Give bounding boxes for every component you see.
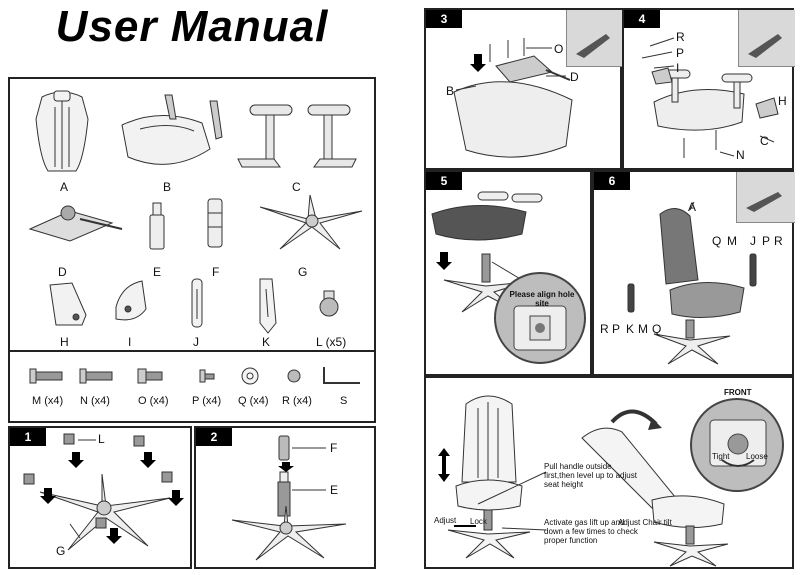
step-3-illustration (453, 34, 610, 158)
step-2-illustration (231, 435, 347, 561)
step-3-label-b: B (446, 84, 455, 98)
step-3-hex-key-box (566, 10, 623, 67)
pull-handle-note: Pull handle outside first,then level up … (544, 462, 637, 489)
part-label-f: F (212, 265, 220, 279)
tilt-tight-label: Tight (712, 452, 730, 461)
part-c-armrests (237, 104, 357, 168)
step-4-label-n: N (736, 148, 745, 162)
hw-label-m: M (x4) (32, 395, 64, 407)
step-6-label-k: K (626, 322, 635, 336)
tilt-loose-label: Loose (746, 452, 768, 461)
part-l-caster (319, 290, 339, 317)
step-2-label-e: E (330, 483, 339, 497)
part-a-backrest (35, 90, 89, 172)
adjustment-panel: Tight Loose FRONT Pull handle outside fi… (424, 376, 794, 569)
step-5-align-note: Please align hole site (509, 290, 575, 308)
part-label-b: B (163, 180, 172, 194)
adjustment-illustration (438, 395, 729, 567)
step-4-illustration (641, 34, 782, 158)
step-6-label-m2: M (638, 322, 648, 336)
step-4-label-c: C (760, 134, 769, 148)
hw-label-o: O (x4) (138, 395, 169, 407)
hw-label-s: S (340, 395, 348, 407)
step-6-label-q2: Q (652, 322, 662, 336)
step-6-hex-key-box (736, 172, 795, 223)
part-label-d: D (58, 265, 67, 279)
step-4-label-r: R (676, 30, 685, 44)
step-6-hex-key-icon (746, 192, 782, 212)
part-g-base (259, 194, 363, 250)
tilt-knob-illustration (709, 419, 767, 467)
part-label-h: H (60, 335, 69, 349)
lock-label: Lock (470, 517, 487, 526)
part-label-i: I (128, 335, 132, 349)
step-3-number: 3 (426, 10, 462, 28)
step-6-panel: 6 A Q M J P R R P K M Q (592, 170, 795, 376)
step-1-number: 1 (10, 428, 46, 446)
part-e-gaslift (149, 202, 165, 250)
step-1-illustration (23, 433, 184, 551)
step-4-label-i: I (676, 61, 680, 75)
tilt-knob-detail-circle: Tight Loose (690, 398, 784, 492)
part-label-k: K (262, 335, 271, 349)
step-1-label-l: L (98, 432, 105, 446)
step-2-panel: 2 F E (194, 426, 376, 569)
part-h-bracket (49, 282, 87, 326)
tilt-arrow-icon (610, 409, 658, 426)
step-1-panel: 1 L G (8, 426, 192, 569)
step-6-label-p2: P (612, 322, 621, 336)
hw-label-p: P (x4) (192, 395, 222, 407)
step-4-panel: 4 R P I H C N (622, 8, 795, 170)
part-label-a: A (60, 180, 69, 194)
part-k-cover (259, 278, 277, 334)
part-label-l: L (x5) (316, 335, 347, 349)
step-6-label-r2: R (600, 322, 609, 336)
step-6-illustration (627, 192, 782, 365)
part-i-bracket (115, 280, 147, 321)
hw-label-r: R (x4) (282, 395, 312, 407)
part-d-mechanism (28, 205, 123, 242)
step-5-panel: 5 Please align hole site (424, 170, 592, 376)
part-label-e: E (153, 265, 162, 279)
step-6-label-j: J (750, 234, 756, 248)
step-5-detail-illustration (513, 305, 567, 351)
step-1-label-g: G (56, 544, 66, 558)
step-6-label-m: M (727, 234, 737, 248)
step-3-label-o: O (554, 42, 564, 56)
step-2-label-f: F (330, 441, 338, 455)
part-label-j: J (193, 335, 199, 349)
step-6-label-p: P (762, 234, 771, 248)
page-title: User Manual (55, 2, 329, 51)
step-6-label-q: Q (712, 234, 722, 248)
part-label-g: G (298, 265, 308, 279)
step-4-label-p: P (676, 46, 685, 60)
adjust-label: Adjust (434, 516, 457, 525)
step-4-number: 4 (624, 10, 660, 28)
step-6-label-a: A (688, 200, 697, 214)
part-b-seat (121, 94, 223, 165)
step-6-label-r: R (774, 234, 783, 248)
step-3-panel: 3 O D B (424, 8, 623, 170)
hw-label-n: N (x4) (80, 395, 110, 407)
gas-lift-note: Activate gas lift up and down a few time… (544, 518, 638, 545)
step-5-detail-circle: Please align hole site (494, 272, 586, 364)
step-4-hex-key-box (738, 10, 795, 67)
step-4-label-h: H (778, 94, 787, 108)
step-3-label-d: D (570, 70, 579, 84)
hw-label-q: Q (x4) (238, 395, 269, 407)
hardware-illustrations (29, 367, 360, 385)
step-4-hex-key-icon (748, 34, 782, 58)
step-2-number: 2 (196, 428, 232, 446)
part-label-c: C (292, 180, 301, 194)
part-j-cover (191, 278, 203, 328)
parts-illustrations (10, 90, 376, 385)
front-label: FRONT (724, 388, 752, 397)
parts-panel: A B C D E F G H I J K L (x5) M (x4) N (x… (8, 77, 376, 423)
chair-tilt-label: Adjust Chair tilt (618, 518, 672, 527)
step-3-hex-key-icon (576, 34, 610, 58)
part-f-cover (207, 198, 223, 248)
height-arrow-icon (438, 448, 450, 482)
step-5-number: 5 (426, 172, 462, 190)
step-6-number: 6 (594, 172, 630, 190)
